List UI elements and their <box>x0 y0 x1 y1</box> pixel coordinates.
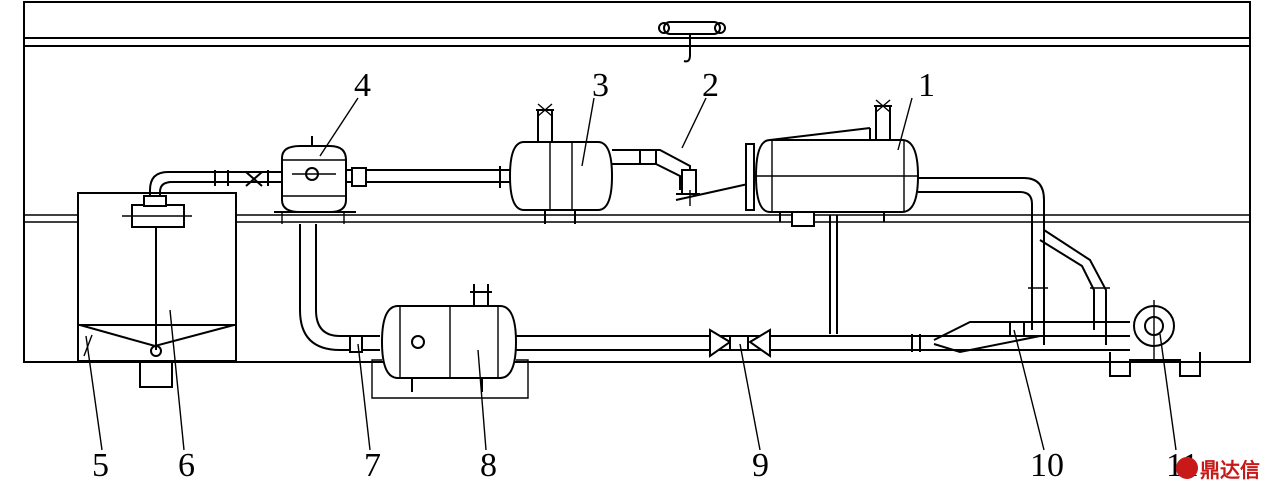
label-7: 7 <box>364 447 381 484</box>
vessel-3 <box>508 103 614 224</box>
pump-11 <box>1109 300 1201 377</box>
tank-riser-pipe <box>143 170 285 207</box>
downcomer-pipe <box>299 224 380 353</box>
branch-10 <box>933 321 1130 354</box>
watermark: 鼎达信 <box>1176 454 1260 482</box>
tank <box>77 192 237 388</box>
pipe-4-to-3 <box>346 166 512 188</box>
connector-2 <box>612 149 749 206</box>
vessel-1 <box>745 99 920 227</box>
watermark-text: 鼎达信 <box>1200 457 1260 482</box>
label-9: 9 <box>752 447 769 484</box>
label-5: 5 <box>92 447 109 484</box>
watermark-logo-icon <box>1176 457 1198 479</box>
vessel-8 <box>371 284 529 399</box>
label-4: 4 <box>354 67 371 104</box>
leader-lines <box>85 97 1177 451</box>
label-2: 2 <box>702 67 719 104</box>
separator-vessel-4 <box>274 136 356 224</box>
label-6: 6 <box>178 447 195 484</box>
support-columns <box>829 215 838 334</box>
label-1: 1 <box>918 67 935 104</box>
label-8: 8 <box>480 447 497 484</box>
ceiling-hook <box>658 21 726 63</box>
pipe-bottom <box>516 328 1130 358</box>
label-10: 10 <box>1030 447 1064 484</box>
label-3: 3 <box>592 67 609 104</box>
pipe-1-outlet <box>918 177 1110 345</box>
